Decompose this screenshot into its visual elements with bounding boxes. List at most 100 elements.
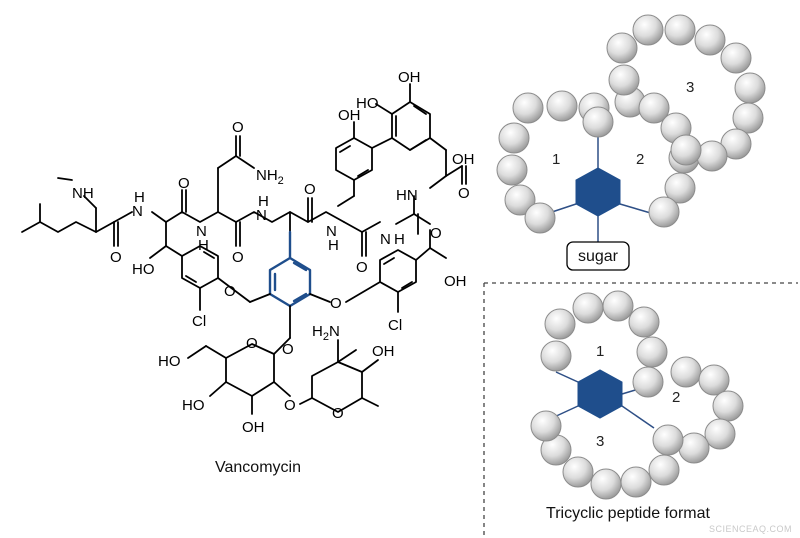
top-bead xyxy=(664,14,696,46)
label-ether-o-right: O xyxy=(330,295,342,312)
label-ho-catechol: HO xyxy=(356,95,379,112)
label-ho-left: HO xyxy=(132,261,155,278)
bottom-bead xyxy=(544,308,576,340)
label-carbonyl-o-1: O xyxy=(110,249,122,266)
bottom-bead xyxy=(678,432,710,464)
bottom-bead xyxy=(628,306,660,338)
label-carbonyl-o-2: O xyxy=(178,175,190,192)
bottom-bead xyxy=(530,410,562,442)
label-ho-sugar-ch2oh: HO xyxy=(158,353,181,370)
atom-labels: NH N H O O HO N H O NH2 O H N O N H O N … xyxy=(72,69,475,436)
bottom-bead xyxy=(636,336,668,368)
bicyclic-schematic: sugar 1 2 3 xyxy=(496,14,766,271)
top-bead xyxy=(664,172,696,204)
tricyclic-caption: Tricyclic peptide format xyxy=(546,505,710,522)
bottom-ring-3-label: 3 xyxy=(596,433,604,450)
label-nh-amide-4-h: H xyxy=(328,237,339,254)
bottom-bead xyxy=(632,366,664,398)
bottom-bead xyxy=(712,390,744,422)
top-bead xyxy=(524,202,556,234)
vancomycin-structure: NH N H O O HO N H O NH2 O H N O N H O N … xyxy=(21,69,475,476)
label-ho-sugar-c4: HO xyxy=(182,397,205,414)
bottom-bead xyxy=(562,456,594,488)
label-hn: HN xyxy=(396,187,418,204)
label-ring-o-glucose: O xyxy=(246,335,258,352)
n-methyl-leucine-fragment xyxy=(21,177,167,247)
top-bead xyxy=(606,32,638,64)
label-nh-amide-5: N xyxy=(380,231,391,248)
upper-biaryl xyxy=(335,83,467,235)
peptide-backbone xyxy=(149,135,381,259)
top-bead xyxy=(734,72,766,104)
label-oh-sugar-c3: OH xyxy=(242,419,265,436)
label-nh-amide-5-h: H xyxy=(394,231,405,248)
top-bead xyxy=(648,196,680,228)
label-nh2: NH2 xyxy=(256,167,284,187)
bottom-bead xyxy=(648,454,680,486)
top-ring-2-label: 2 xyxy=(636,151,644,168)
bottom-core-hexagon xyxy=(577,369,623,419)
bottom-bead xyxy=(602,290,634,322)
top-bead xyxy=(696,140,728,172)
disaccharide xyxy=(187,337,379,415)
top-bead xyxy=(720,42,752,74)
top-bead xyxy=(498,122,530,154)
label-cooh-o: O xyxy=(458,185,470,202)
spoke-right xyxy=(619,203,655,215)
label-oh-benzylic: OH xyxy=(444,273,467,290)
label-carbonyl-o-3: O xyxy=(232,249,244,266)
bottom-bead xyxy=(670,356,702,388)
top-bead xyxy=(732,102,764,134)
label-h2n: H2N xyxy=(312,323,340,343)
watermark: SCIENCEAQ.COM xyxy=(709,524,792,534)
top-bead xyxy=(582,106,614,138)
right-chloroaryl-ring xyxy=(345,229,447,313)
bottom-bead xyxy=(572,292,604,324)
top-bead xyxy=(670,134,702,166)
sugar-label: sugar xyxy=(578,248,619,265)
vancomycin-caption: Vancomycin xyxy=(215,459,301,476)
top-core-hexagon xyxy=(575,167,621,217)
label-nh-amide-4-n: N xyxy=(326,223,337,240)
spoke-upper-left xyxy=(555,371,579,383)
bottom-bead xyxy=(540,340,572,372)
top-ring-3-label: 3 xyxy=(686,79,694,96)
bottom-bead-chain xyxy=(530,290,744,500)
bottom-ring-2-label: 2 xyxy=(672,389,680,406)
label-ether-o-left: O xyxy=(224,283,236,300)
top-bead xyxy=(638,92,670,124)
label-nh-amide-3-h: H xyxy=(258,193,269,210)
label-oh-catechol: OH xyxy=(398,69,421,86)
label-carbonyl-o-6: O xyxy=(430,225,442,242)
spoke-lower-right xyxy=(621,405,655,429)
tricyclic-schematic: 1 2 3 Tricyclic peptide format xyxy=(530,290,744,522)
bottom-bead xyxy=(698,364,730,396)
top-bead-chain xyxy=(496,14,766,234)
top-bead xyxy=(512,92,544,124)
label-oh-vancosamine: OH xyxy=(372,343,395,360)
label-cl-right: Cl xyxy=(388,317,402,334)
label-oh-phenol-1: OH xyxy=(338,107,361,124)
top-bead xyxy=(496,154,528,186)
label-nh-amide-2-h: H xyxy=(198,237,209,254)
top-bead xyxy=(608,64,640,96)
bottom-bead xyxy=(704,418,736,450)
label-nh-amide-3-n: N xyxy=(256,207,267,224)
central-aryl-ring-blue xyxy=(233,230,331,339)
top-bead xyxy=(632,14,664,46)
top-bead xyxy=(546,90,578,122)
label-nh-amide-2-n: N xyxy=(196,223,207,240)
bottom-bead xyxy=(620,466,652,498)
label-sugar-link-o: O xyxy=(284,397,296,414)
label-carbonyl-o-5: O xyxy=(356,259,368,276)
bottom-bead xyxy=(652,424,684,456)
bottom-bead xyxy=(590,468,622,500)
left-chloroaryl-ring xyxy=(181,245,235,311)
label-asn-o: O xyxy=(232,119,244,136)
top-bead xyxy=(504,184,536,216)
sugar-box xyxy=(566,241,630,271)
label-glycoside-o: O xyxy=(282,341,294,358)
top-bead xyxy=(694,24,726,56)
bottom-ring-1-label: 1 xyxy=(596,343,604,360)
label-ring-o-vancosamine: O xyxy=(332,405,344,422)
